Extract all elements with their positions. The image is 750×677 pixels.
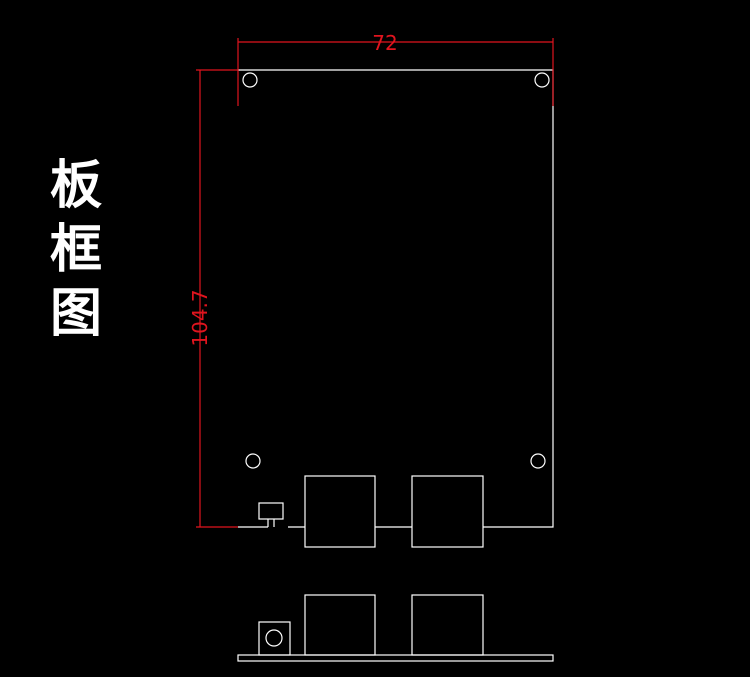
board-edge <box>238 69 554 528</box>
title-char-1: 板 <box>49 156 102 216</box>
mounting-hole-top-right <box>534 72 550 88</box>
width-dimension <box>237 38 554 106</box>
connector-left <box>304 475 376 548</box>
small-component <box>258 502 284 520</box>
title-char-3: 图 <box>49 284 102 344</box>
side-connector-left <box>304 594 376 656</box>
height-label: 104.7 <box>188 289 212 346</box>
board-top-view <box>238 69 554 548</box>
side-small-component-hole <box>265 629 283 647</box>
width-label: 72 <box>372 31 397 55</box>
side-connector-right <box>411 594 484 656</box>
side-small-component <box>258 621 291 656</box>
connector-right <box>411 475 484 548</box>
mounting-hole-top-left <box>242 72 258 88</box>
mounting-hole-bottom-right <box>530 453 546 469</box>
title-char-2: 框 <box>49 220 102 280</box>
board-side-view <box>237 594 554 662</box>
height-dimension <box>196 69 238 528</box>
side-board-edge <box>237 654 554 662</box>
mounting-hole-bottom-left <box>245 453 261 469</box>
